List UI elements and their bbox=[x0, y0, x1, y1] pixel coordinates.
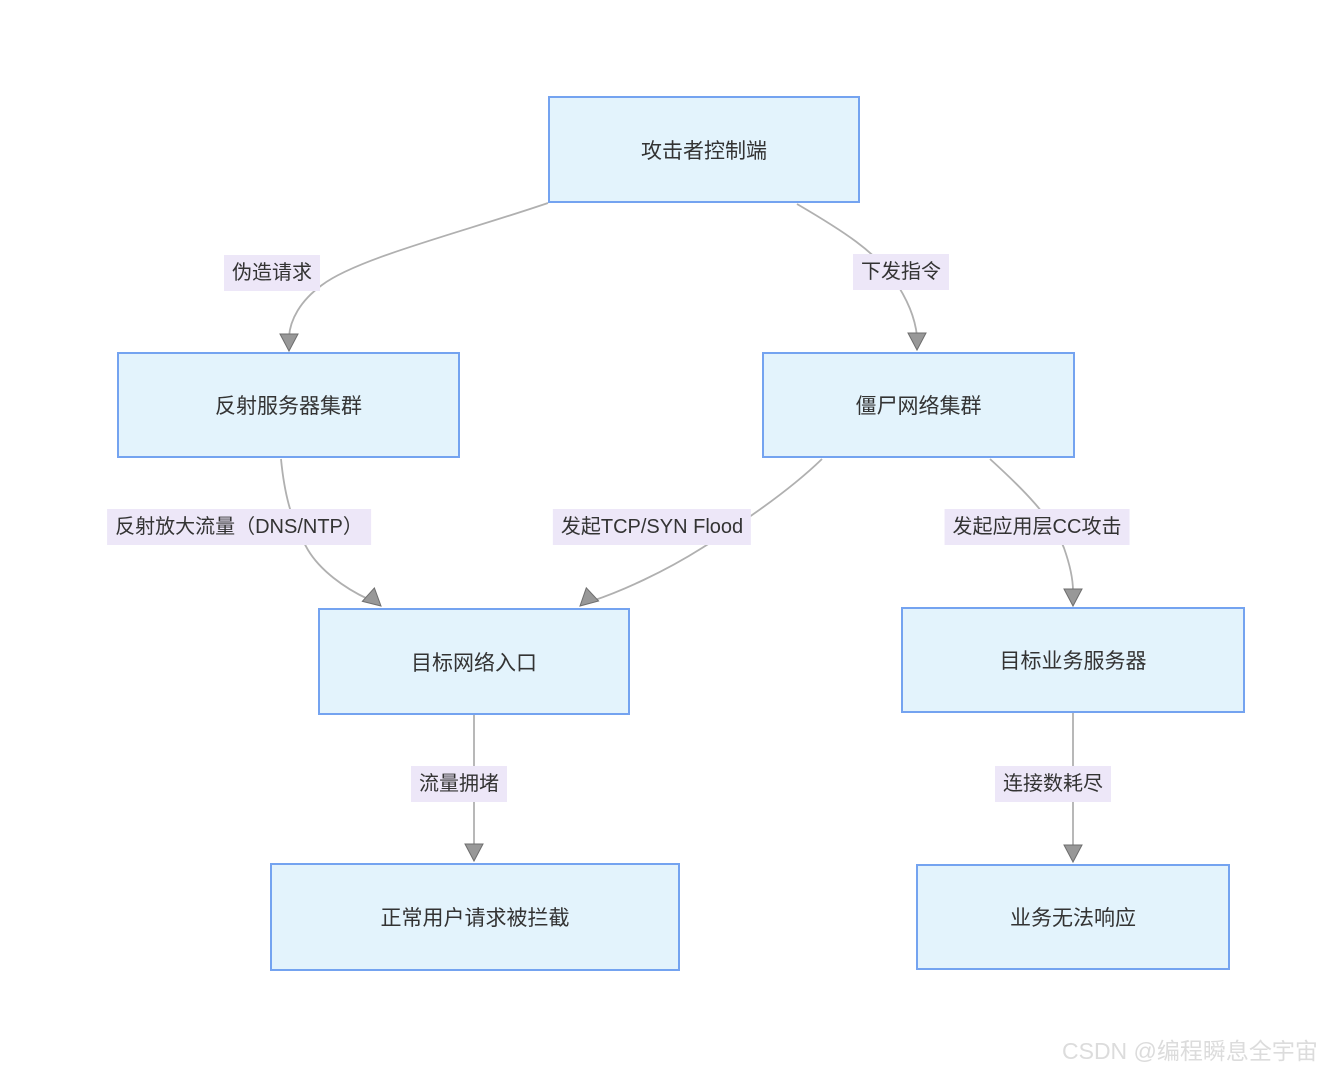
arrowhead-icon bbox=[464, 843, 484, 863]
edge-label-reflection-amplified-traffic: 反射放大流量（DNS/NTP） bbox=[107, 509, 371, 545]
edge-attacker-reflectors bbox=[288, 202, 549, 338]
node-normal-requests-blocked: 正常用户请求被拦截 bbox=[270, 863, 680, 971]
node-label: 僵尸网络集群 bbox=[855, 395, 982, 418]
node-service-unresponsive: 业务无法响应 bbox=[916, 864, 1230, 970]
node-label: 攻击者控制端 bbox=[641, 139, 767, 163]
node-target-business-server: 目标业务服务器 bbox=[901, 607, 1245, 713]
node-reflection-server-cluster: 反射服务器集群 bbox=[117, 352, 460, 458]
arrowhead-icon bbox=[907, 332, 927, 352]
arrowhead-icon bbox=[1063, 844, 1083, 864]
arrowhead-icon bbox=[1063, 588, 1083, 608]
node-botnet-cluster: 僵尸网络集群 bbox=[762, 352, 1075, 458]
edge-label-traffic-congestion: 流量拥堵 bbox=[411, 766, 507, 802]
arrowhead-icon bbox=[579, 586, 600, 607]
node-label: 正常用户请求被拦截 bbox=[380, 907, 570, 930]
node-attacker-control: 攻击者控制端 bbox=[548, 96, 860, 203]
node-label: 目标网络入口 bbox=[411, 651, 537, 675]
edge-label-forge-request: 伪造请求 bbox=[224, 255, 320, 291]
edge-label-connection-exhausted: 连接数耗尽 bbox=[995, 766, 1111, 802]
csdn-watermark: CSDN @编程瞬息全宇宙 bbox=[1062, 1038, 1318, 1064]
node-target-network-entrance: 目标网络入口 bbox=[318, 608, 630, 715]
edge-label-tcp-syn-flood: 发起TCP/SYN Flood bbox=[552, 509, 752, 545]
edge-label-app-layer-cc-attack: 发起应用层CC攻击 bbox=[944, 509, 1130, 545]
edge-label-issue-command: 下发指令 bbox=[853, 254, 949, 290]
edge-botnet-entrance bbox=[591, 458, 823, 602]
node-label: 目标业务服务器 bbox=[999, 650, 1147, 673]
node-label: 业务无法响应 bbox=[1010, 907, 1136, 930]
arrowhead-icon bbox=[361, 586, 382, 607]
edge-reflectors-entrance bbox=[280, 458, 369, 600]
node-label: 反射服务器集群 bbox=[215, 395, 362, 418]
arrowhead-icon bbox=[279, 333, 299, 353]
